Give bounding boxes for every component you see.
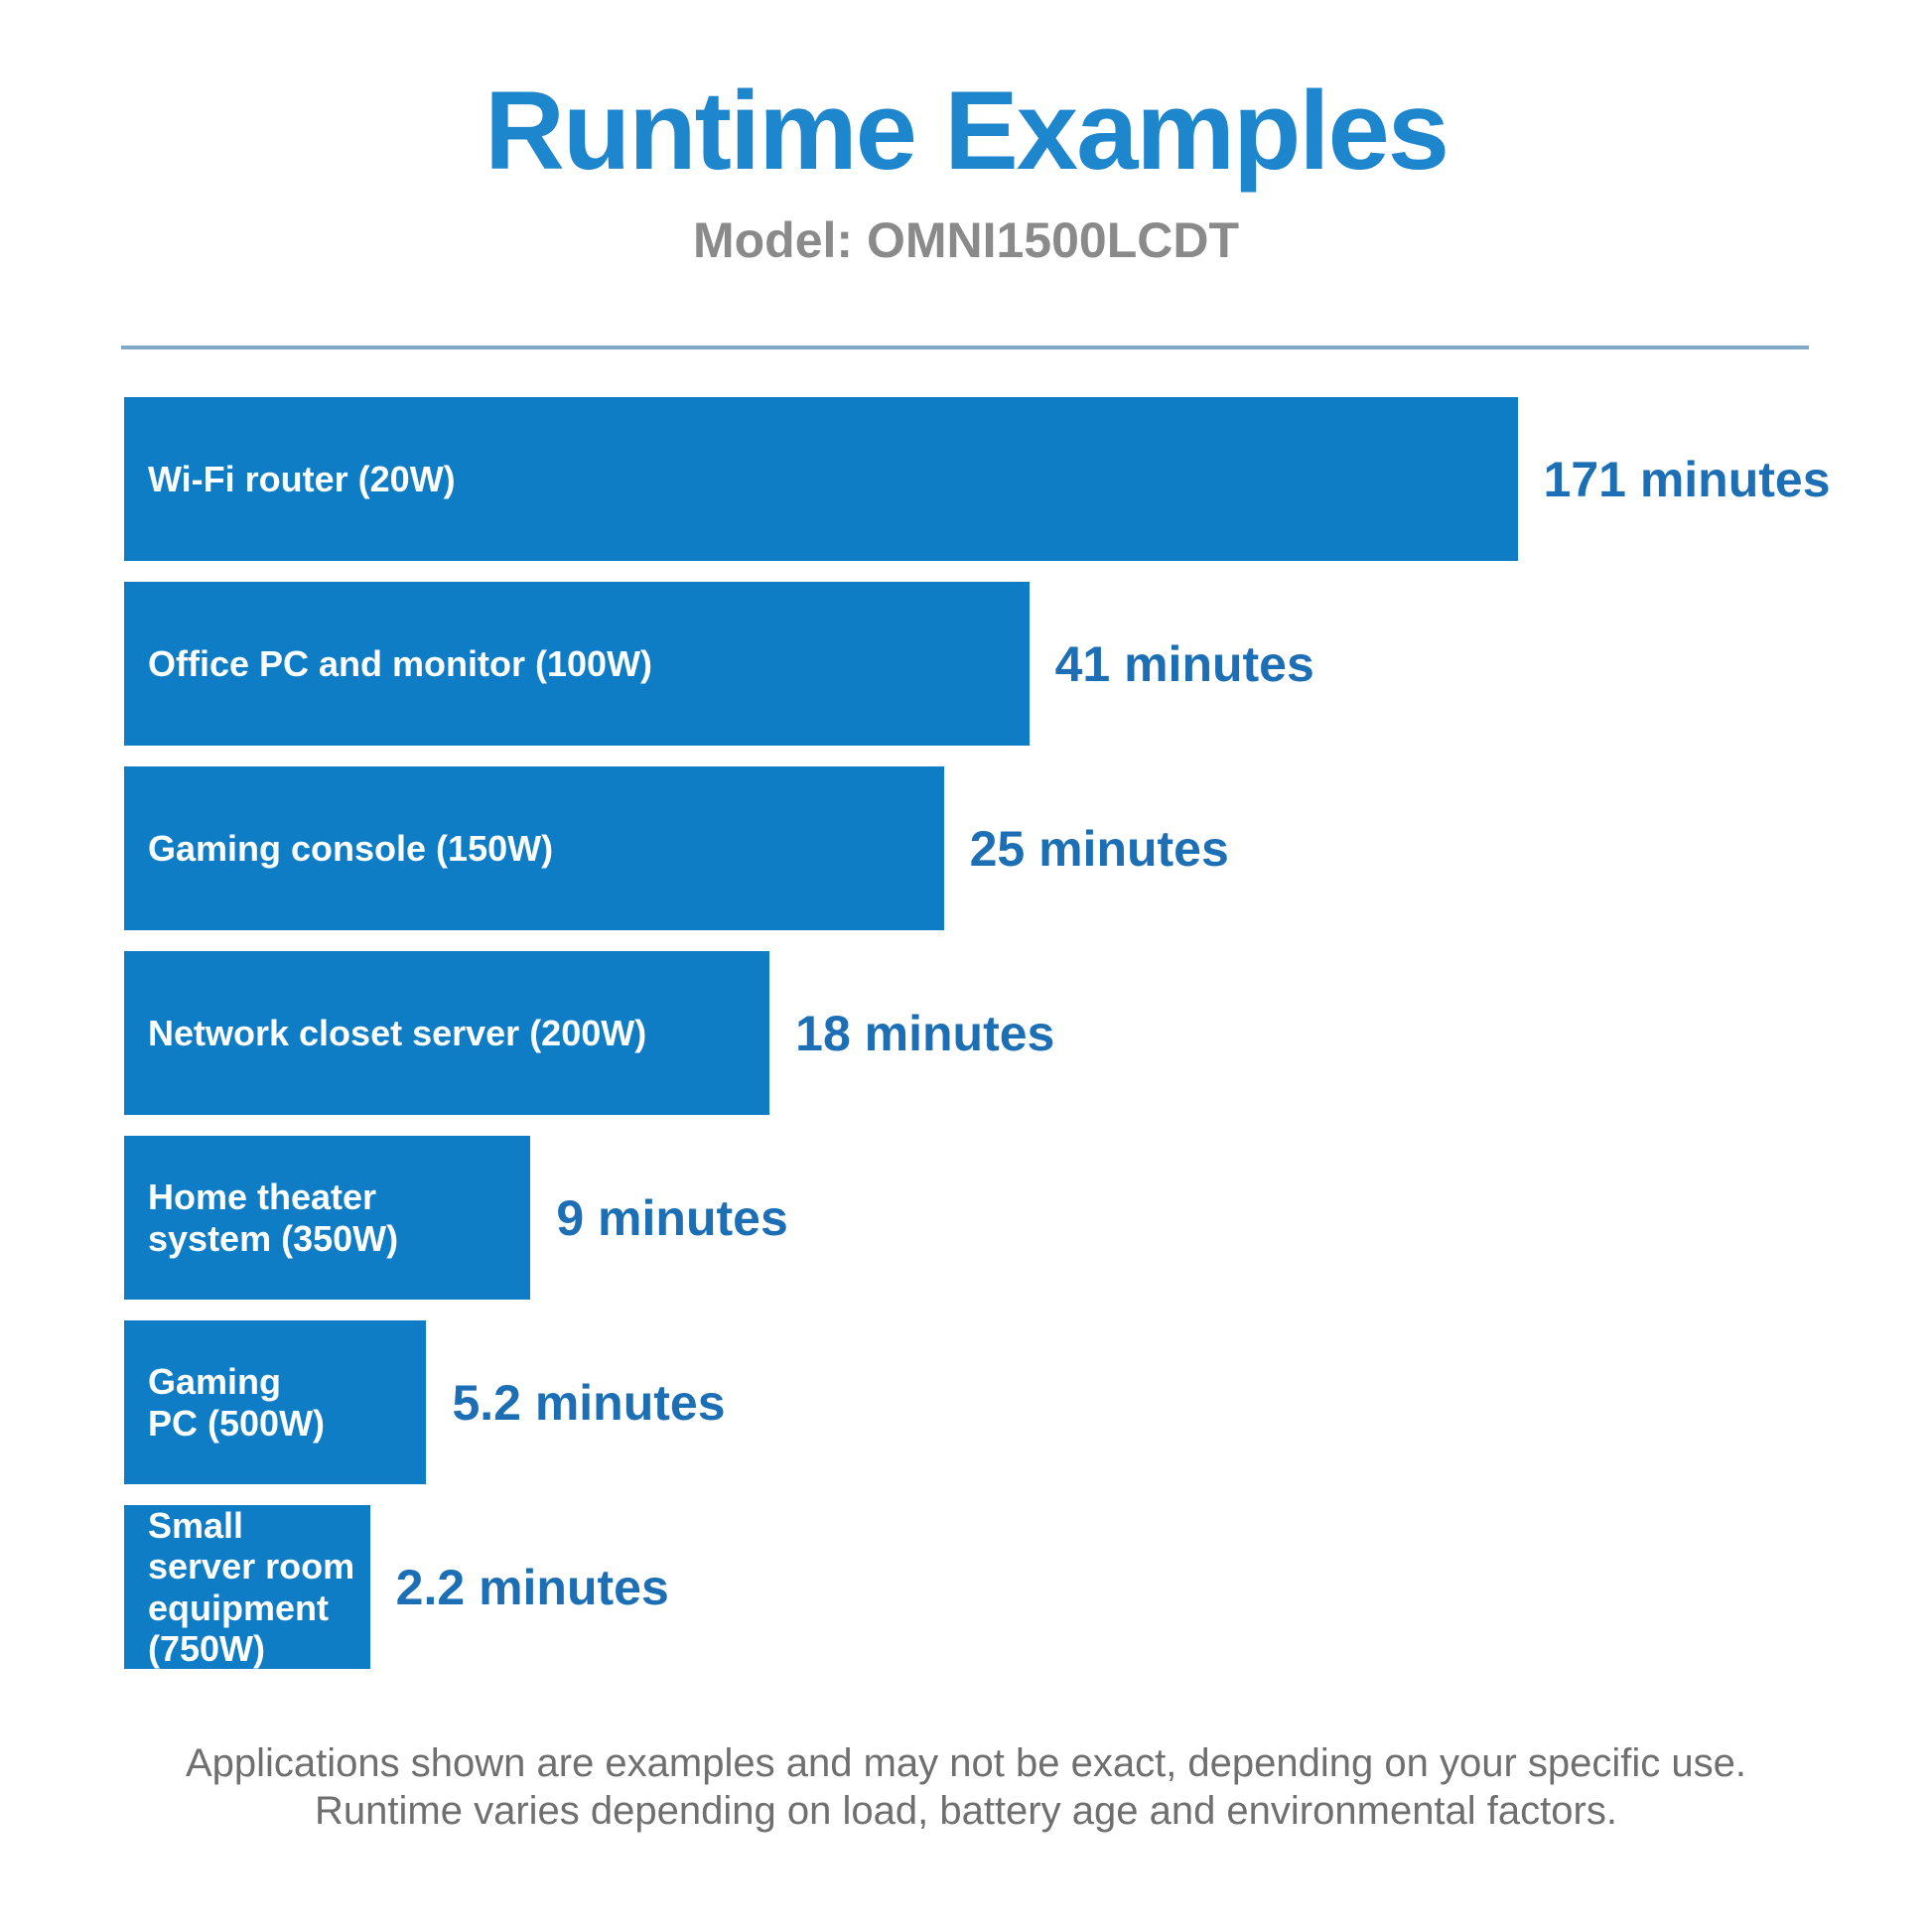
bar-row: Office PC and monitor (100W) 41 minutes xyxy=(124,582,1832,746)
runtime-value-label: 171 minutes xyxy=(1543,451,1831,507)
runtime-bar: Network closet server (200W) xyxy=(124,951,770,1115)
runtime-bar: Office PC and monitor (100W) xyxy=(124,582,1030,746)
disclaimer-line-2: Runtime varies depending on load, batter… xyxy=(315,1789,1617,1833)
bar-category-label: Wi-Fi router (20W) xyxy=(148,458,456,499)
runtime-value-label: 9 minutes xyxy=(556,1189,788,1246)
bar-category-label: Network closet server (200W) xyxy=(148,1012,647,1053)
runtime-value-label: 18 minutes xyxy=(795,1005,1055,1061)
bar-row: Wi-Fi router (20W) 171 minutes xyxy=(124,397,1832,561)
disclaimer-line-1: Applications shown are examples and may … xyxy=(185,1741,1747,1785)
runtime-value-label: 41 minutes xyxy=(1054,635,1314,692)
disclaimer-text: Applications shown are examples and may … xyxy=(0,1739,1932,1835)
horizontal-divider xyxy=(121,345,1809,349)
bar-category-label: Office PC and monitor (100W) xyxy=(148,642,653,684)
runtime-bar: Wi-Fi router (20W) xyxy=(124,397,1518,561)
bar-category-label: Gaming console (150W) xyxy=(148,827,554,869)
page-title: Runtime Examples xyxy=(483,69,1449,193)
bar-row: Gaming console (150W) 25 minutes xyxy=(124,766,1832,930)
runtime-value-label: 25 minutes xyxy=(969,820,1229,877)
runtime-value-label: 5.2 minutes xyxy=(452,1374,726,1431)
runtime-value-label: 2.2 minutes xyxy=(395,1559,669,1615)
model-subtitle: Model: OMNI1500LCDT xyxy=(692,212,1240,269)
bar-row: Network closet server (200W) 18 minutes xyxy=(124,951,1832,1115)
runtime-bar: Gaming console (150W) xyxy=(124,766,944,930)
